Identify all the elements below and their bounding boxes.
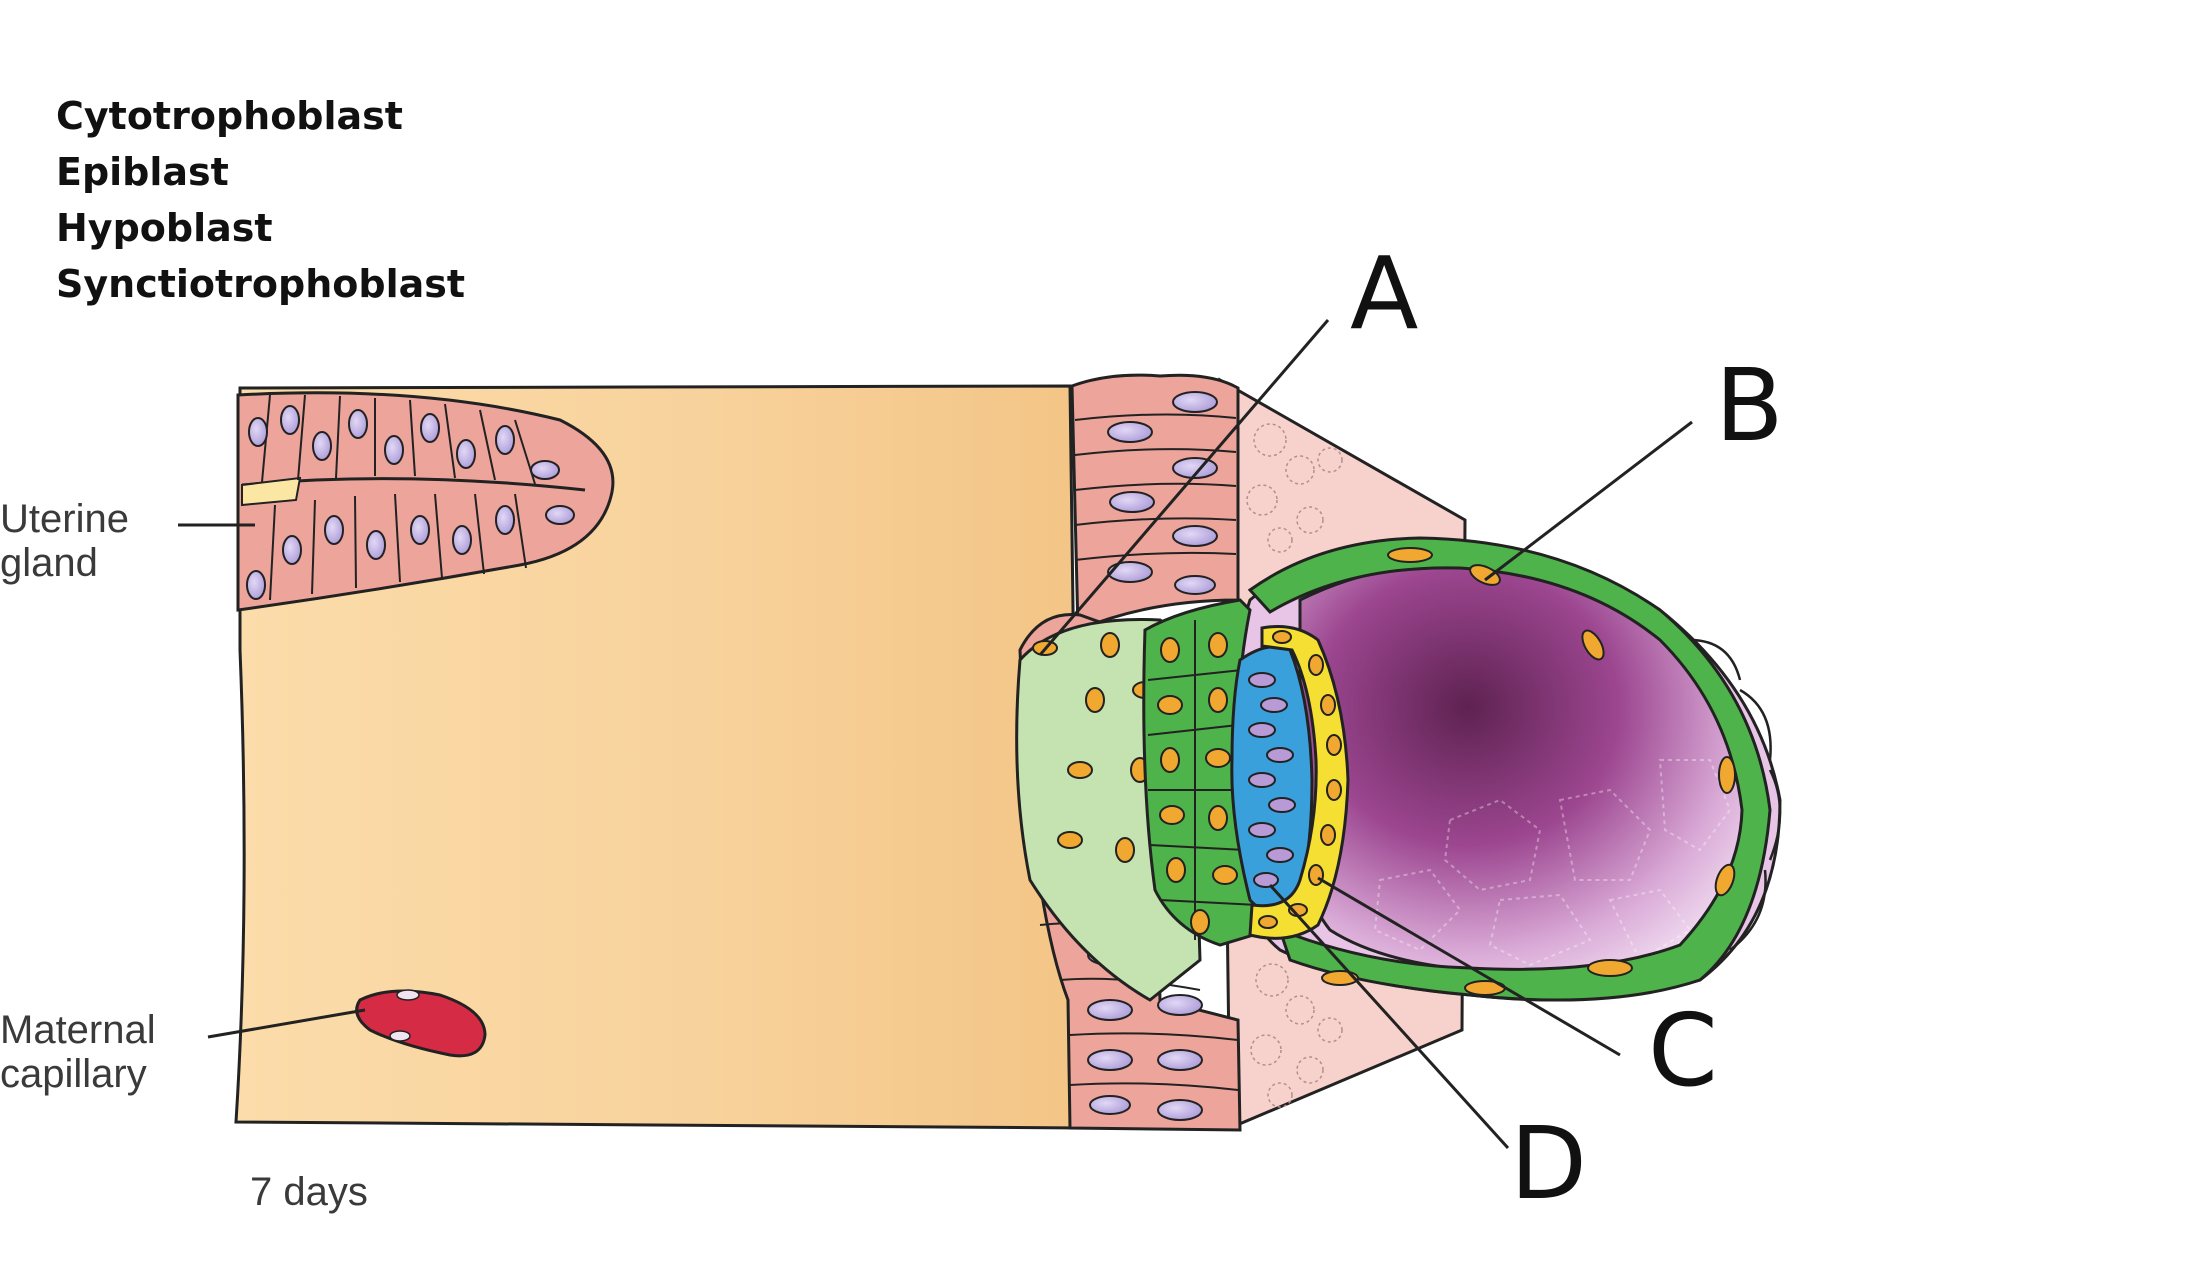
cytotrophoblast-ring	[1247, 536, 1772, 1002]
inner-cytotrophoblast-cell-walls	[1147, 620, 1259, 940]
maternal-capillary	[355, 989, 487, 1058]
cytotrophoblast-ring-nuclei	[1321, 547, 1736, 996]
cavity-wall-texture	[1373, 759, 1732, 967]
age-label: 7 days	[250, 1170, 368, 1214]
uterine-gland-label-line2: gland	[0, 541, 98, 585]
uterine-gland	[236, 391, 615, 612]
word-bank: Cytotrophoblast Epiblast Hypoblast Synct…	[56, 88, 465, 312]
marker-c: C	[1648, 992, 1718, 1109]
hypoblast-nuclei	[1258, 630, 1342, 929]
marker-d-leader	[1268, 883, 1510, 1150]
marker-c-leader	[1317, 876, 1621, 1057]
uterine-gland-label-line1: Uterine	[0, 497, 129, 541]
inner-cytotrophoblast-nuclei	[1157, 632, 1238, 935]
leader-lines	[178, 319, 1693, 1150]
word-bank-item: Epiblast	[56, 150, 229, 194]
marker-b: B	[1715, 347, 1784, 464]
word-bank-item: Hypoblast	[56, 206, 273, 250]
marker-b-leader	[1484, 420, 1693, 582]
marker-a: A	[1350, 235, 1418, 352]
epiblast-nuclei	[1248, 672, 1296, 888]
maternal-capillary-label-line1: Maternal	[0, 1008, 156, 1052]
marker-a-leader	[1038, 319, 1330, 656]
maternal-capillary-leader	[207, 1008, 366, 1039]
uterine-epithelium-upper	[1070, 373, 1240, 633]
marker-d: D	[1510, 1105, 1587, 1222]
word-bank-item: Synctiotrophoblast	[56, 262, 466, 306]
word-bank-item: Cytotrophoblast	[56, 94, 403, 138]
decidual-cell-texture	[1246, 423, 1343, 1108]
maternal-capillary-label-line2: capillary	[0, 1052, 147, 1096]
